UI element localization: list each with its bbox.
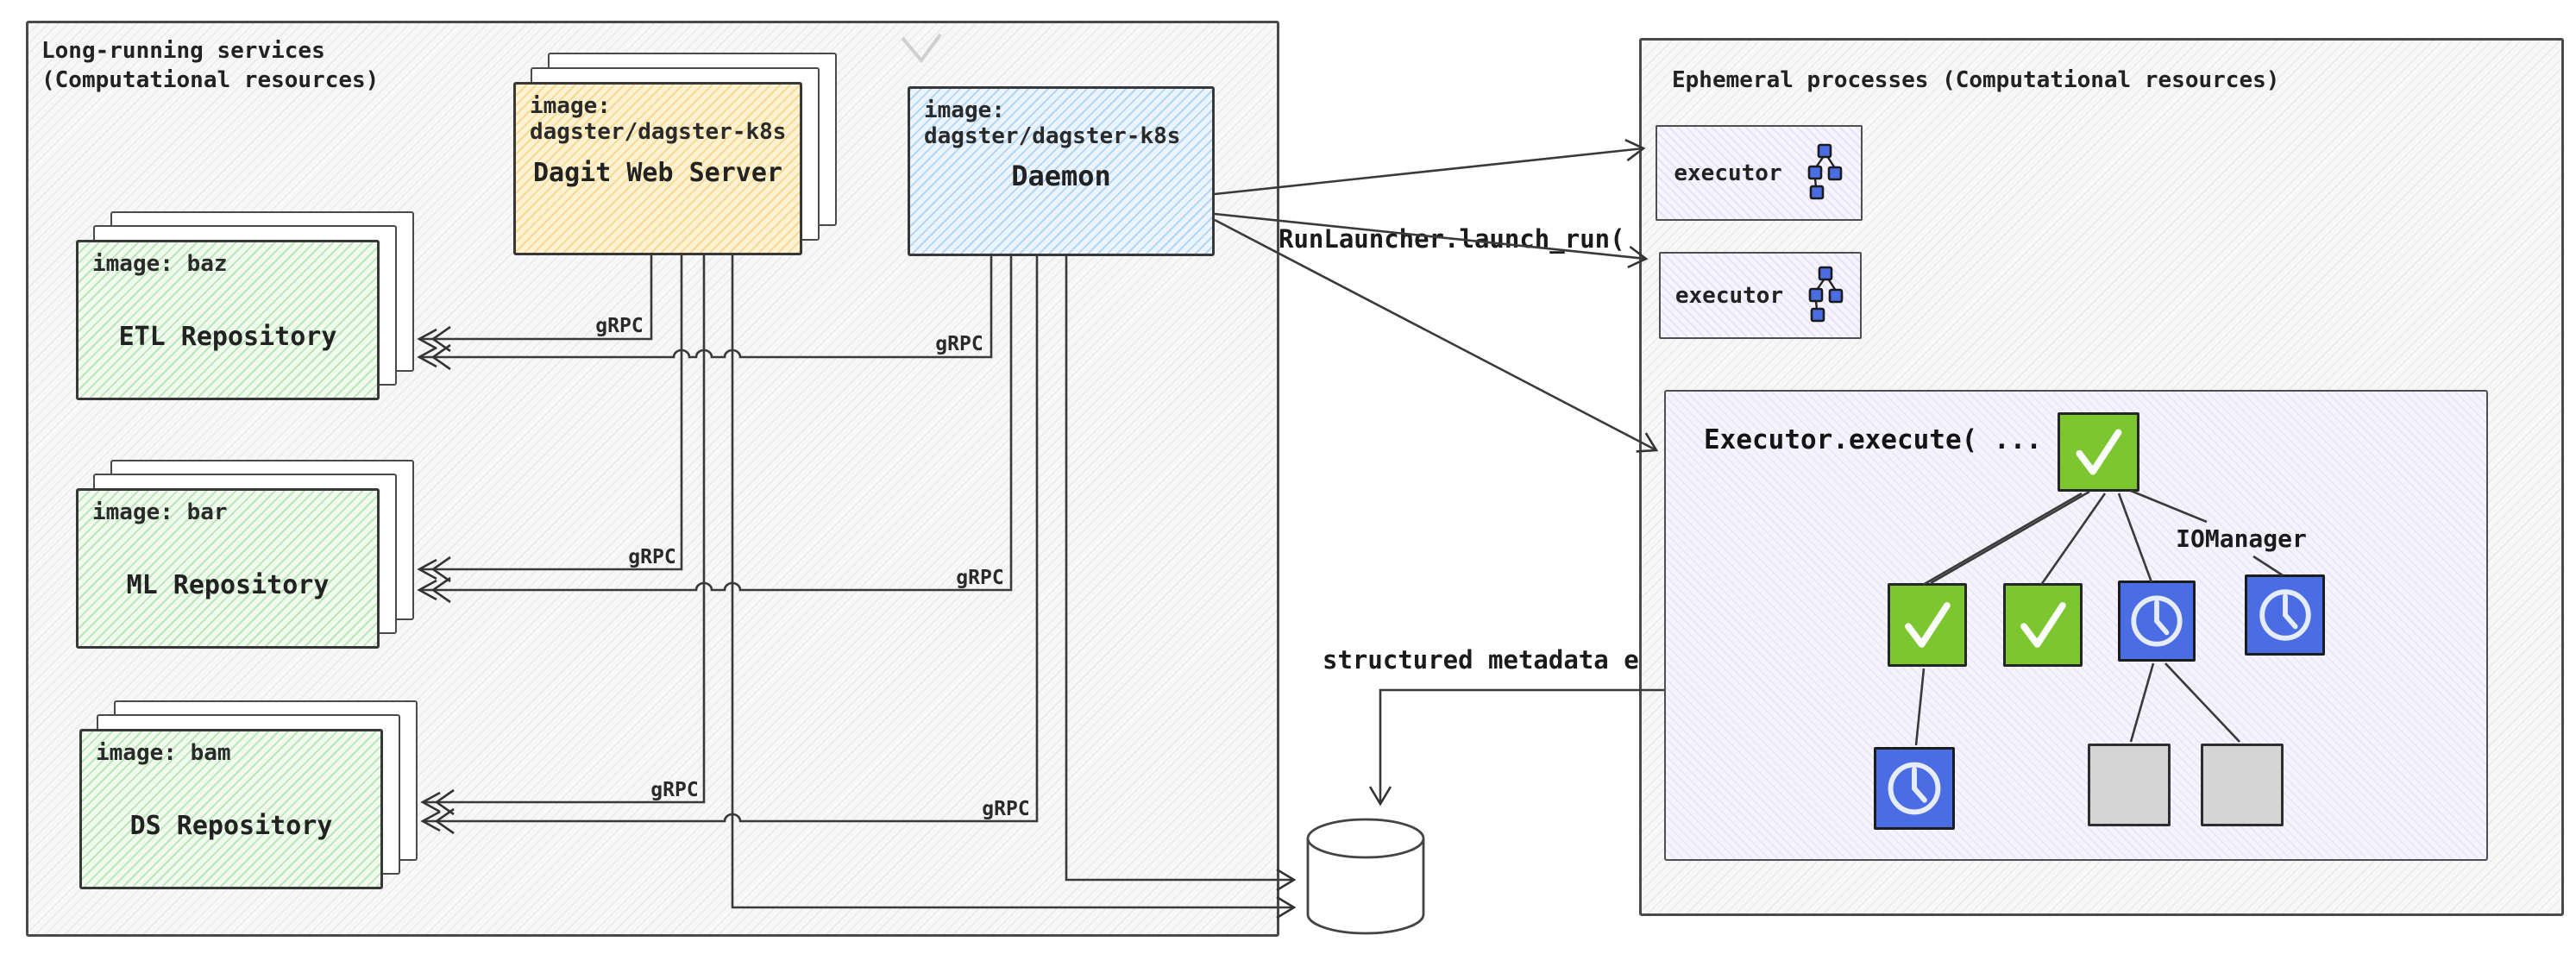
etl-repo-name: ETL Repository (118, 322, 337, 352)
database-label: Database (1316, 873, 1416, 899)
ds-repo-name: DS Repository (129, 811, 333, 841)
executor-execute-title: Executor.execute( ... ) (1704, 424, 2075, 455)
ds-repo-box: image: bam DS Repository (79, 729, 383, 889)
op-node-success-2 (2003, 583, 2083, 667)
daemon-name: Daemon (1011, 160, 1111, 192)
right-panel-title: Ephemeral processes (Computational resou… (1672, 67, 2280, 93)
op-node-success-1 (1888, 583, 1967, 667)
op-node-success-root (2058, 412, 2139, 492)
op-node-pending-1 (2118, 581, 2196, 662)
ds-repo-image-label: image: bam (96, 740, 231, 766)
ml-repo-name: ML Repository (126, 570, 330, 600)
grpc-label-dagit-ds: gRPC (650, 779, 699, 801)
grpc-label-daemon-etl: gRPC (935, 333, 983, 355)
etl-repo-box: image: baz ETL Repository (76, 240, 380, 400)
executor-1-label: executor (1674, 160, 1782, 186)
ml-repo-image-label: image: bar (92, 499, 228, 525)
dagit-web-server-box: image: dagster/dagster-k8s Dagit Web Ser… (513, 82, 802, 255)
ml-repo-box: image: bar ML Repository (76, 488, 380, 649)
grpc-label-dagit-ml: gRPC (628, 546, 676, 568)
line-metadata-events-database (1368, 688, 1664, 807)
mini-dag-icon (1806, 266, 1845, 326)
etl-repo-image-label: image: baz (92, 251, 228, 277)
dagit-name: Dagit Web Server (533, 158, 782, 188)
op-node-queued-1 (2088, 744, 2171, 826)
mini-dag-icon (1805, 143, 1844, 204)
grpc-label-daemon-ds: gRPC (982, 798, 1030, 820)
iomanager-label: IOManager (2176, 524, 2307, 553)
dagit-image-label: image: dagster/dagster-k8s (530, 93, 787, 145)
daemon-box: image: dagster/dagster-k8s Daemon (908, 86, 1215, 256)
daemon-image-label: image: dagster/dagster-k8s (924, 97, 1181, 149)
grpc-label-dagit-etl: gRPC (595, 315, 644, 337)
grpc-label-daemon-ml: gRPC (956, 567, 1004, 589)
executor-2-label: executor (1674, 282, 1784, 309)
left-panel-title: Long-running services (Computational res… (41, 38, 380, 93)
arrow-daemon-executor-execute (1214, 218, 1659, 453)
op-node-pending-3 (1874, 747, 1955, 830)
op-node-queued-2 (2201, 744, 2284, 826)
op-node-pending-2 (2245, 574, 2325, 656)
executor-box-2: executor (1659, 252, 1862, 339)
executor-box-1: executor (1656, 125, 1863, 221)
